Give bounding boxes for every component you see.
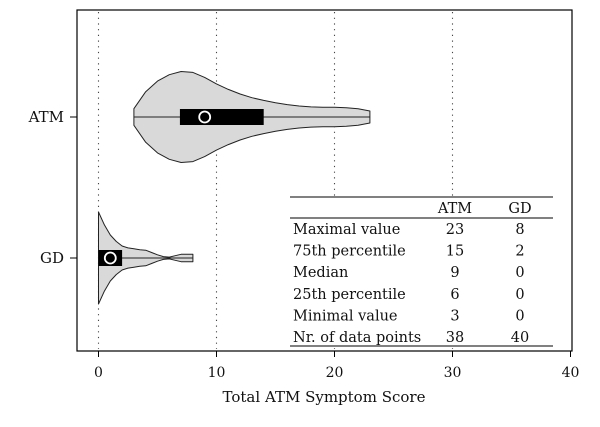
table-row-label: Nr. of data points — [293, 330, 421, 346]
summary-table: ATM GD Maximal value 23 8 75th percentile 15 2M… — [290, 196, 553, 348]
table-cell: 9 — [450, 265, 459, 281]
table-background — [290, 196, 553, 348]
median-marker-gd — [103, 251, 117, 265]
median-marker-atm — [198, 110, 212, 124]
table-cell: 38 — [446, 330, 464, 346]
table-cell: 0 — [515, 265, 524, 281]
x-tick-label-30: 30 — [444, 365, 462, 381]
table-row-label: Median — [293, 265, 348, 281]
table-cell: 2 — [515, 244, 524, 260]
table-cell: 40 — [511, 330, 529, 346]
x-tick-label-40: 40 — [562, 365, 580, 381]
category-label-gd: GD — [40, 249, 64, 267]
table-cell: 6 — [450, 287, 459, 303]
plot-frame — [76, 9, 573, 352]
table-row-label: Maximal value — [293, 222, 400, 238]
iqr-box-atm — [179, 109, 264, 125]
x-tick-label-20: 20 — [326, 365, 344, 381]
table-cell: 15 — [446, 244, 464, 260]
table-cell: 8 — [515, 222, 524, 238]
table-row-label: 25th percentile — [293, 287, 406, 303]
table-cell: 3 — [450, 308, 459, 324]
x-tick-label-0: 0 — [94, 365, 103, 381]
table-row-label: Minimal value — [293, 308, 398, 324]
table-cell: 0 — [515, 287, 524, 303]
x-tick-label-10: 10 — [208, 365, 226, 381]
table-row-label: 75th percentile — [293, 244, 406, 260]
table-cell: 0 — [515, 308, 524, 324]
x-axis: 0 10 20 30 40 — [94, 351, 579, 381]
table-cell: 23 — [446, 222, 464, 238]
category-label-atm: ATM — [28, 108, 64, 126]
x-axis-title: Total ATM Symptom Score — [223, 388, 426, 406]
table-header-atm: ATM — [437, 201, 472, 217]
table-header-gd: GD — [508, 201, 531, 217]
y-axis: ATM GD — [28, 108, 77, 267]
violins — [98, 71, 371, 305]
